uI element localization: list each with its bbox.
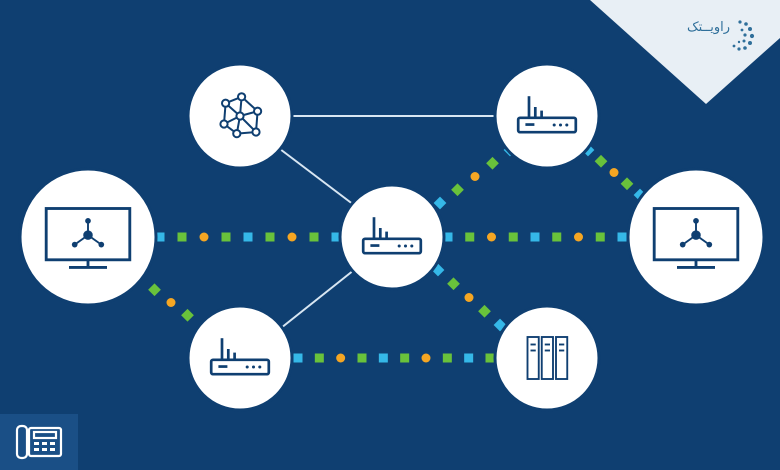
- link-square: [443, 232, 453, 242]
- link-square: [221, 232, 231, 242]
- link-square: [357, 353, 367, 363]
- dotted-router-center-monitor-right: [443, 232, 627, 242]
- link-dot: [464, 293, 474, 302]
- link-square: [478, 304, 491, 318]
- link-square: [442, 353, 452, 363]
- node-monitor-left: [18, 167, 158, 307]
- link-square: [265, 232, 275, 242]
- link-router-center-router-bottom: [275, 269, 355, 333]
- dotted-router-center-router-top: [433, 143, 517, 210]
- link-square: [148, 283, 161, 297]
- link-square: [552, 232, 562, 242]
- dotted-monitor-left-router-center: [155, 232, 341, 242]
- link-square: [617, 232, 627, 242]
- link-square: [486, 156, 499, 170]
- brand-logo-text: راویــتک: [687, 20, 730, 35]
- link-square: [620, 177, 634, 191]
- link-dot: [199, 232, 209, 242]
- solid-links: [275, 115, 498, 333]
- link-square: [464, 353, 474, 363]
- dotted-router-center-server: [431, 263, 507, 332]
- node-monitor-right: [626, 167, 766, 307]
- node-server: [493, 304, 601, 412]
- link-dot: [487, 232, 496, 242]
- link-square: [465, 232, 475, 242]
- link-square: [433, 196, 447, 210]
- link-square: [243, 232, 253, 242]
- dotted-router-bottom-server: [293, 353, 495, 363]
- link-square: [314, 353, 324, 363]
- logo-corner-panel: [590, 0, 780, 104]
- link-square: [594, 154, 608, 168]
- link-square: [485, 353, 495, 363]
- node-router-center: [338, 183, 446, 291]
- link-dot: [470, 172, 480, 181]
- link-square: [155, 232, 165, 242]
- link-square: [309, 232, 319, 242]
- link-square: [331, 232, 341, 242]
- link-square: [400, 353, 410, 363]
- link-dot: [336, 353, 346, 363]
- link-dot: [609, 168, 619, 177]
- link-mesh-router-center: [275, 145, 355, 206]
- dotted-router-top-monitor-right: [581, 143, 647, 202]
- link-square: [451, 183, 464, 197]
- node-router-bottom: [186, 304, 294, 412]
- link-square: [293, 353, 303, 363]
- link-square: [595, 232, 605, 242]
- link-dot: [574, 232, 583, 242]
- logo-mark-icon: [732, 20, 755, 51]
- link-square: [530, 232, 540, 242]
- link-square: [181, 308, 194, 322]
- link-dot: [287, 232, 297, 242]
- office-phone-icon: [15, 424, 63, 460]
- link-square: [447, 277, 460, 291]
- link-square: [508, 232, 518, 242]
- node-mesh: [186, 62, 294, 170]
- link-dot: [421, 353, 431, 363]
- link-square: [378, 353, 388, 363]
- node-router-top: [493, 62, 601, 170]
- link-square: [177, 232, 187, 242]
- link-dot: [166, 298, 176, 307]
